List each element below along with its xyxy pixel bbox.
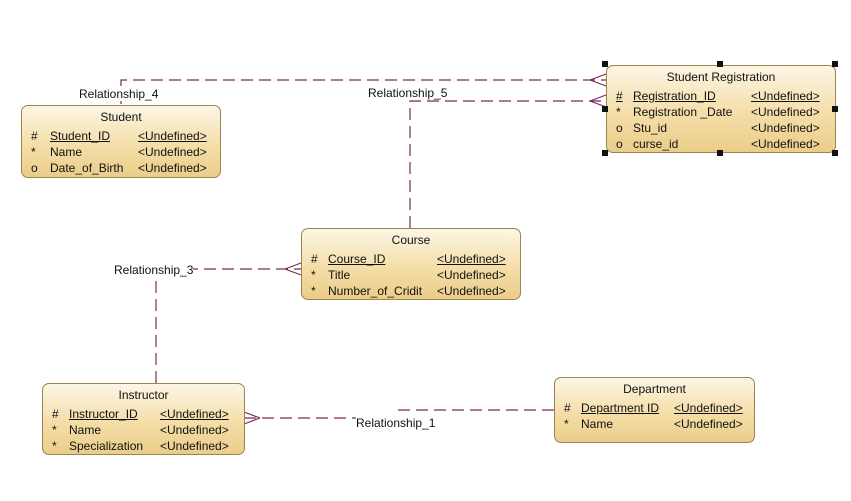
identifier-mark: # <box>616 89 623 103</box>
attribute-type: <Undefined> <box>138 145 207 159</box>
attribute-type: <Undefined> <box>160 439 229 453</box>
attribute-type: <Undefined> <box>437 268 506 282</box>
optional-mark: o <box>31 161 38 175</box>
attribute-name: Stu_id <box>633 121 668 135</box>
optional-mark: o <box>616 121 623 135</box>
resize-handle-bottom-left[interactable] <box>602 150 608 156</box>
attribute-type: <Undefined> <box>160 407 229 421</box>
resize-handle-right[interactable] <box>832 106 838 112</box>
attribute-type: <Undefined> <box>437 252 506 266</box>
attribute-type: <Undefined> <box>138 129 207 143</box>
relationship-5-line <box>409 100 606 228</box>
identifier-mark: # <box>564 401 571 415</box>
relationship-4-crowfoot <box>589 73 607 87</box>
relationship-3-line <box>155 268 301 383</box>
relationship-3-crowfoot <box>284 262 302 276</box>
attribute-type: <Undefined> <box>674 417 743 431</box>
resize-handle-bottom[interactable] <box>717 150 723 156</box>
attribute-type: <Undefined> <box>751 105 820 119</box>
entity-title: Department <box>623 382 686 396</box>
mandatory-mark: * <box>311 284 316 298</box>
identifier-mark: # <box>311 252 318 266</box>
optional-mark: o <box>616 137 623 151</box>
attribute-name: Date_of_Birth <box>50 161 124 175</box>
entity-title: Student <box>100 110 142 124</box>
mandatory-mark: * <box>311 268 316 282</box>
resize-handle-top[interactable] <box>717 61 723 67</box>
entity-course[interactable]: Course # Course_ID <Undefined> * Title <… <box>301 228 521 300</box>
attribute-name: Registration_ID <box>633 89 716 103</box>
resize-handle-top-right[interactable] <box>832 61 838 67</box>
relationship-4-line <box>120 79 606 104</box>
relationship-1-line <box>244 409 554 419</box>
entity-title: Course <box>391 233 431 247</box>
attribute-type: <Undefined> <box>138 161 207 175</box>
entity-student[interactable]: Student # Student_ID <Undefined> * Name … <box>21 105 221 178</box>
attribute-type: <Undefined> <box>437 284 506 298</box>
relationship-1-label[interactable]: Relationship_1 <box>356 416 436 430</box>
mandatory-mark: * <box>564 417 569 431</box>
mandatory-mark: * <box>31 145 36 159</box>
attribute-type: <Undefined> <box>160 423 229 437</box>
attribute-type: <Undefined> <box>751 137 820 151</box>
mandatory-mark: * <box>52 423 57 437</box>
identifier-mark: # <box>52 407 59 421</box>
entity-title: Student Registration <box>666 70 776 84</box>
entity-department[interactable]: Department # Department ID <Undefined> *… <box>554 377 755 443</box>
relationship-4-label[interactable]: Relationship_4 <box>79 87 159 101</box>
attribute-name: Number_of_Cridit <box>328 284 423 298</box>
attribute-type: <Undefined> <box>751 89 820 103</box>
relationship-5-label[interactable]: Relationship_5 <box>368 86 448 100</box>
attribute-name: Course_ID <box>328 252 386 266</box>
attribute-name: Specialization <box>69 439 144 453</box>
attribute-type: <Undefined> <box>751 121 820 135</box>
attribute-name: Title <box>328 268 351 282</box>
relationship-1-crowfoot <box>243 411 261 425</box>
attribute-name: Name <box>69 423 102 437</box>
resize-handle-bottom-right[interactable] <box>832 150 838 156</box>
entity-student-registration[interactable]: Student Registration # Registration_ID <… <box>606 65 836 153</box>
attribute-type: <Undefined> <box>674 401 743 415</box>
entity-title: Instructor <box>118 388 169 402</box>
attribute-name: curse_id <box>633 137 679 151</box>
mandatory-mark: * <box>616 105 621 119</box>
mandatory-mark: * <box>52 439 57 453</box>
attribute-name: Name <box>581 417 614 431</box>
attribute-name: Name <box>50 145 83 159</box>
attribute-name: Instructor_ID <box>69 407 138 421</box>
attribute-name: Department ID <box>581 401 660 415</box>
resize-handle-top-left[interactable] <box>602 61 608 67</box>
attribute-name: Student_ID <box>50 129 111 143</box>
attribute-name: Registration _Date <box>633 105 733 119</box>
resize-handle-left[interactable] <box>602 106 608 112</box>
identifier-mark: # <box>31 129 38 143</box>
entity-instructor[interactable]: Instructor # Instructor_ID <Undefined> *… <box>42 383 245 455</box>
relationship-3-label[interactable]: Relationship_3 <box>114 263 194 277</box>
